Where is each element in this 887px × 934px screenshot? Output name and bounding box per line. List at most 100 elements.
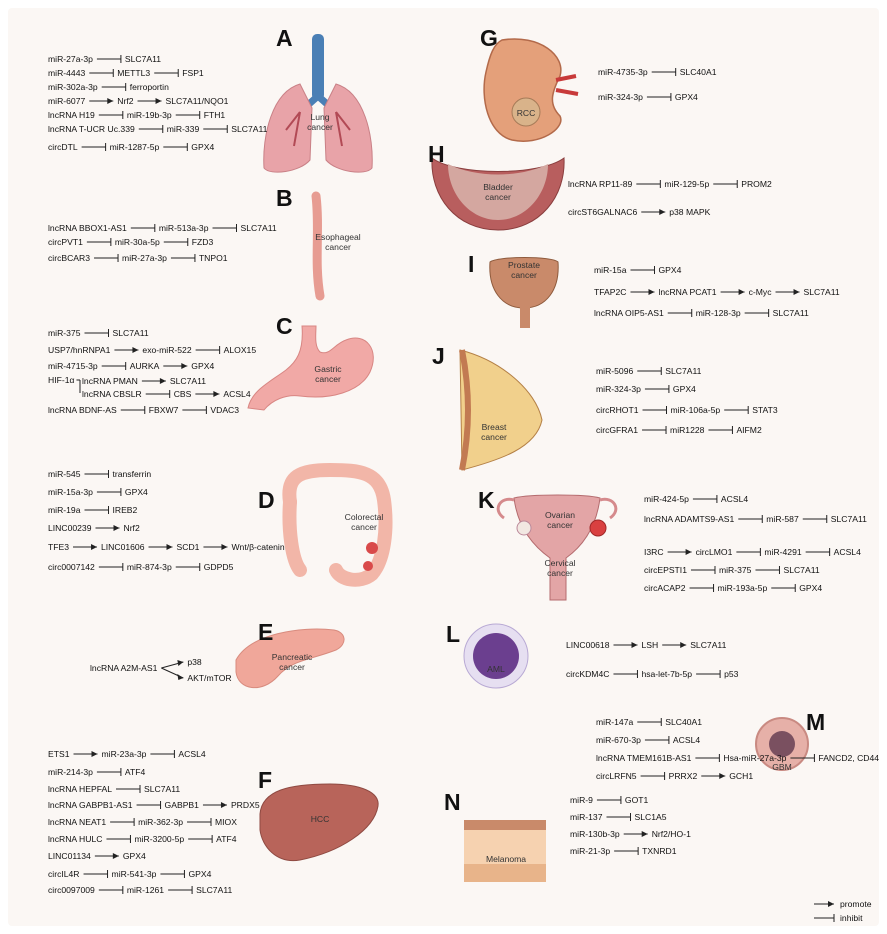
node-label: miR-1261 [127, 885, 164, 895]
node-label: SLC7A11 [804, 287, 840, 297]
panel-letter-a: A [276, 25, 293, 51]
pathway-row: circEPSTI1miR-375SLC7A11 [644, 565, 820, 575]
node-label: PRDX5 [231, 800, 260, 810]
node-label: miR-214-3p [48, 767, 93, 777]
node-label: miR-23a-3p [102, 749, 147, 759]
node-label: miR-424-5p [644, 494, 689, 504]
organ-label-l: AML [487, 664, 505, 674]
node-label: GPX4 [799, 583, 822, 593]
node-label: GCH1 [729, 771, 753, 781]
node-label: lncRNA ADAMTS9-AS1 [644, 514, 734, 524]
pathway-row: circ0097009miR-1261SLC7A11 [48, 885, 232, 895]
node-label: LINC00618 [566, 640, 610, 650]
panel-letter-h: H [428, 141, 445, 167]
organ-label-g: RCC [517, 108, 536, 118]
node-label: SLC7A11/NQO1 [166, 96, 229, 106]
node-label: miR-15a-3p [48, 487, 93, 497]
node-label: miR-19b-3p [127, 110, 172, 120]
node-label: SLC7A11 [125, 54, 161, 64]
node-label: CBS [174, 389, 192, 399]
node-label: miR-129-5p [664, 179, 709, 189]
organ-label-c: Gastriccancer [314, 364, 342, 384]
node-label: miR-19a [48, 505, 81, 515]
node-label: lncRNA GABPB1-AS1 [48, 800, 133, 810]
node-label: miR-1287-5p [110, 142, 160, 152]
panel-letter-n: N [444, 789, 461, 815]
node-label: circBCAR3 [48, 253, 90, 263]
pathway-row: circ0007142miR-874-3pGDPD5 [48, 562, 234, 572]
panel-letter-g: G [480, 25, 498, 51]
node-label: circ0097009 [48, 885, 95, 895]
organ-label-f: HCC [311, 814, 330, 824]
node-label: SLC7A11 [665, 366, 701, 376]
node-label: miR-874-3p [127, 562, 172, 572]
node-label: circRHOT1 [596, 405, 639, 415]
node-label: circLRFN5 [596, 771, 637, 781]
node-label: AIFM2 [736, 425, 762, 435]
node-label: miR-4443 [48, 68, 85, 78]
node-label: ACSL4 [673, 735, 700, 745]
node-label: lncRNA NEAT1 [48, 817, 106, 827]
node-label: GOT1 [625, 795, 649, 805]
node-label: LINC01606 [101, 542, 145, 552]
node-label: lncRNA HULC [48, 834, 102, 844]
organ-label-m: GBM [772, 762, 792, 772]
node-label: GPX4 [123, 851, 146, 861]
node-label: IREB2 [112, 505, 137, 515]
node-label: SLC7A11 [231, 124, 267, 134]
pathway-row: lncRNA RP11-89miR-129-5pPROM2 [568, 179, 772, 189]
esophagus-illustration [316, 196, 320, 296]
node-label: miR-339 [167, 124, 200, 134]
node-label: lncRNA CBSLR [82, 389, 142, 399]
node-label: LINC00239 [48, 523, 92, 533]
node-label: miR-6077 [48, 96, 85, 106]
node-label: GPX4 [188, 869, 211, 879]
node-label: ETS1 [48, 749, 70, 759]
node-label: miR-147a [596, 717, 633, 727]
organ-label-a: Lungcancer [307, 112, 333, 132]
node-label: miR-587 [766, 514, 799, 524]
panel-letter-j: J [432, 343, 445, 369]
node-label: miR-362-3p [138, 817, 183, 827]
node-label: ATF4 [125, 767, 146, 777]
node-label: GPX4 [191, 142, 214, 152]
node-label: TXNRD1 [642, 846, 677, 856]
node-label: miR-670-3p [596, 735, 641, 745]
node-label: Nrf2 [117, 96, 133, 106]
pathway-row: circACAP2miR-193a-5pGPX4 [644, 583, 822, 593]
node-label: c-Myc [749, 287, 773, 297]
node-label: SLC40A1 [665, 717, 702, 727]
node-label: lncRNA HEPFAL [48, 784, 112, 794]
node-label: LINC01134 [48, 851, 91, 861]
node-label: SLC40A1 [680, 67, 717, 77]
node-label: lncRNA OIP5-AS1 [594, 308, 664, 318]
node-label: ATF4 [216, 834, 237, 844]
node-label: circACAP2 [644, 583, 686, 593]
node-label: lncRNA BBOX1-AS1 [48, 223, 127, 233]
node-label: lncRNA BDNF-AS [48, 405, 117, 415]
node-label: miR-375 [48, 328, 81, 338]
node-label: miR-541-3p [112, 869, 157, 879]
node-label: SLC7A11 [690, 640, 726, 650]
node-label: lncRNA RP11-89 [568, 179, 633, 189]
legend-promote-label: promote [840, 899, 872, 909]
pathway-row: circBCAR3miR-27a-3pTNPO1 [48, 253, 228, 263]
node-label: FANCD2, CD44 [818, 753, 879, 763]
panel-letter-i: I [468, 251, 474, 277]
node-label: GABPB1 [165, 800, 200, 810]
node-label: GPX4 [125, 487, 148, 497]
node-label: circDTL [48, 142, 78, 152]
node-label: SLC7A11 [170, 376, 206, 386]
node-label: exo-miR-522 [142, 345, 191, 355]
legend-inhibit-label: inhibit [840, 913, 863, 923]
node-label: I3RC [644, 547, 664, 557]
node-label: ACSL4 [834, 547, 861, 557]
node-label: circST6GALNAC6 [568, 207, 637, 217]
node-label: TNPO1 [199, 253, 228, 263]
node-label: GPX4 [658, 265, 681, 275]
node-label: Nrf2/HO-1 [652, 829, 691, 839]
node-label: miR-4715-3p [48, 361, 98, 371]
node-label: GPX4 [675, 92, 698, 102]
node-label: miR-545 [48, 469, 81, 479]
